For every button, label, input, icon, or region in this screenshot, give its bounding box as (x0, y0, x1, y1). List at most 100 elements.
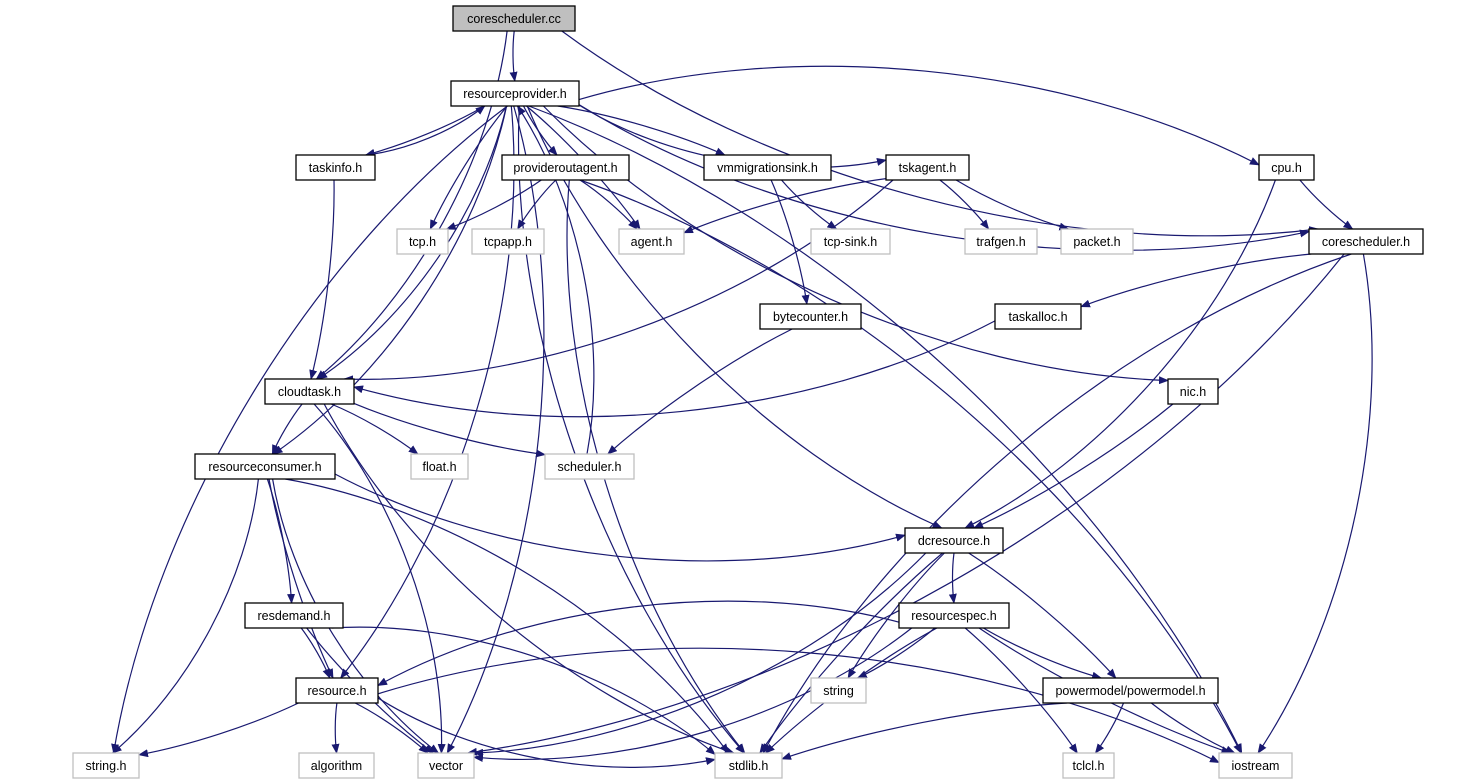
node-box-string[interactable] (810, 677, 867, 704)
edge-tskagent-to-trafgen (939, 179, 990, 230)
node-agent[interactable]: agent.h (618, 228, 685, 255)
edge-powermodel-to-iostream (1150, 702, 1236, 754)
node-box-corescheduler[interactable] (1308, 228, 1424, 255)
node-label-dcresource: dcresource.h (918, 534, 990, 548)
edge-root-to-resourceprovider (509, 30, 518, 82)
node-box-root[interactable] (452, 5, 576, 32)
node-box-resourcespec[interactable] (898, 602, 1010, 629)
node-box-vmmigrationsink[interactable] (703, 154, 832, 181)
node-float[interactable]: float.h (410, 453, 469, 480)
node-label-tclcl: tclcl.h (1073, 759, 1105, 773)
edge-taskinfo-to-resourceprovider (365, 105, 486, 156)
node-taskalloc[interactable]: taskalloc.h (994, 303, 1082, 330)
node-box-resource[interactable] (295, 677, 379, 704)
node-box-cpu[interactable] (1258, 154, 1315, 181)
node-box-provideroutagent[interactable] (501, 154, 630, 181)
node-box-vector[interactable] (417, 752, 475, 779)
node-box-tcpsink[interactable] (810, 228, 891, 255)
node-bytecounter[interactable]: bytecounter.h (759, 303, 862, 330)
node-tclcl[interactable]: tclcl.h (1062, 752, 1115, 779)
edge-resource-to-algorithm (331, 702, 340, 754)
node-box-algorithm[interactable] (298, 752, 375, 779)
node-root[interactable]: corescheduler.cc (452, 5, 576, 32)
node-iostream[interactable]: iostream (1218, 752, 1293, 779)
edge-resourceprovider-to-taskinfo (364, 105, 486, 157)
node-taskinfo[interactable]: taskinfo.h (295, 154, 376, 181)
node-box-float[interactable] (410, 453, 469, 480)
node-box-taskinfo[interactable] (295, 154, 376, 181)
edge-resdemand-to-resource (300, 627, 331, 679)
node-tcpapp[interactable]: tcpapp.h (471, 228, 545, 255)
edge-scheduler-to-resourceprovider (516, 105, 595, 455)
node-resdemand[interactable]: resdemand.h (244, 602, 344, 629)
node-tskagent[interactable]: tskagent.h (885, 154, 970, 181)
node-label-tcp: tcp.h (409, 235, 436, 249)
node-box-trafgen[interactable] (964, 228, 1038, 255)
node-label-iostream: iostream (1232, 759, 1280, 773)
node-cloudtask[interactable]: cloudtask.h (264, 378, 355, 405)
node-powermodel[interactable]: powermodel/powermodel.h (1042, 677, 1219, 704)
node-box-tcp[interactable] (396, 228, 449, 255)
node-resourcespec[interactable]: resourcespec.h (898, 602, 1010, 629)
node-vector[interactable]: vector (417, 752, 475, 779)
node-box-stringh[interactable] (72, 752, 140, 779)
node-resource[interactable]: resource.h (295, 677, 379, 704)
node-box-iostream[interactable] (1218, 752, 1293, 779)
node-box-stdlib[interactable] (714, 752, 783, 779)
node-stdlib[interactable]: stdlib.h (714, 752, 783, 779)
node-box-dcresource[interactable] (904, 527, 1004, 554)
node-algorithm[interactable]: algorithm (298, 752, 375, 779)
edge-resourceprovider-to-vector (446, 105, 545, 754)
edge-corescheduler-to-iostream (1257, 253, 1373, 754)
node-box-tclcl[interactable] (1062, 752, 1115, 779)
node-box-resourceprovider[interactable] (450, 80, 580, 107)
node-box-bytecounter[interactable] (759, 303, 862, 330)
node-trafgen[interactable]: trafgen.h (964, 228, 1038, 255)
node-packet[interactable]: packet.h (1060, 228, 1134, 255)
edge-dcresource-to-resourcespec (948, 552, 957, 604)
node-scheduler[interactable]: scheduler.h (544, 453, 635, 480)
node-box-resdemand[interactable] (244, 602, 344, 629)
edge-resourceprovider-to-tcp (429, 105, 508, 230)
edge-resourceprovider-to-stringh (111, 105, 508, 754)
node-box-powermodel[interactable] (1042, 677, 1219, 704)
node-cpu[interactable]: cpu.h (1258, 154, 1315, 181)
node-box-nic[interactable] (1167, 378, 1219, 405)
edge-cloudtask-to-resourceconsumer (271, 403, 303, 455)
node-label-cloudtask: cloudtask.h (278, 385, 341, 399)
node-corescheduler[interactable]: corescheduler.h (1308, 228, 1424, 255)
edge-root-to-corescheduler (561, 30, 1320, 237)
edge-powermodel-to-stdlib (781, 702, 1067, 760)
node-box-agent[interactable] (618, 228, 685, 255)
edge-provideroutagent-to-agent (579, 179, 638, 230)
node-resourceprovider[interactable]: resourceprovider.h (450, 80, 580, 107)
edge-resourceprovider-to-resourceconsumer (272, 105, 508, 455)
node-tcpsink[interactable]: tcp-sink.h (810, 228, 891, 255)
edge-resource-to-stdlib (377, 697, 716, 768)
node-box-tskagent[interactable] (885, 154, 970, 181)
node-box-scheduler[interactable] (544, 453, 635, 480)
node-label-vector: vector (429, 759, 463, 773)
node-dcresource[interactable]: dcresource.h (904, 527, 1004, 554)
edge-resourceconsumer-to-vector (272, 478, 440, 754)
node-box-packet[interactable] (1060, 228, 1134, 255)
node-resourceconsumer[interactable]: resourceconsumer.h (194, 453, 336, 480)
node-box-cloudtask[interactable] (264, 378, 355, 405)
node-nic[interactable]: nic.h (1167, 378, 1219, 405)
node-box-tcpapp[interactable] (471, 228, 545, 255)
node-vmmigrationsink[interactable]: vmmigrationsink.h (703, 154, 832, 181)
edge-bytecounter-to-scheduler (607, 328, 793, 455)
node-label-scheduler: scheduler.h (558, 460, 622, 474)
edge-cloudtask-to-float (330, 403, 419, 455)
node-tcp[interactable]: tcp.h (396, 228, 449, 255)
node-box-taskalloc[interactable] (994, 303, 1082, 330)
edge-dcresource-to-powermodel (968, 552, 1117, 679)
node-string[interactable]: string (810, 677, 867, 704)
node-label-cpu: cpu.h (1271, 161, 1302, 175)
node-provideroutagent[interactable]: provideroutagent.h (501, 154, 630, 181)
edge-cloudtask-to-scheduler (353, 402, 546, 458)
node-box-resourceconsumer[interactable] (194, 453, 336, 480)
edge-resourceprovider-to-cpu (578, 65, 1260, 166)
edge-resdemand-to-stdlib (331, 626, 716, 756)
node-stringh[interactable]: string.h (72, 752, 140, 779)
